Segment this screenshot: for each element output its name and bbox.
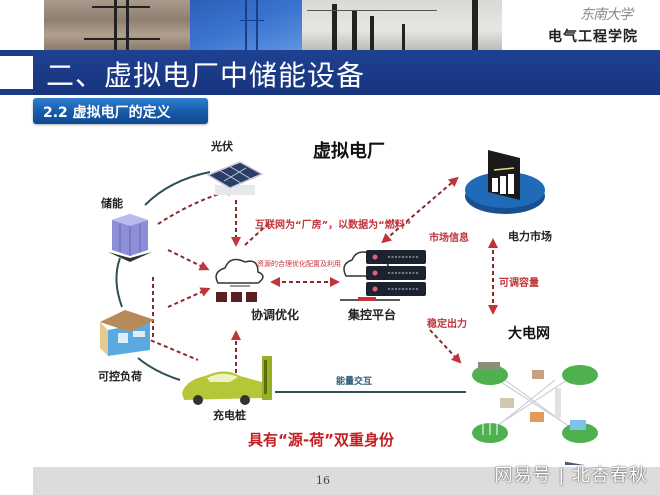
annotation-market-info: 市场信息	[429, 233, 469, 244]
coordination-cloud-icon	[215, 258, 264, 302]
solar-panel-icon	[206, 161, 264, 195]
node-label-coordination: 协调优化	[251, 308, 300, 322]
source-load-slogan: 具有“源-荷”双重身份	[248, 431, 394, 449]
header-photo-strip	[44, 0, 502, 50]
photo-power-tower-sunset	[44, 0, 190, 50]
node-label-controllable-load: 可控负荷	[98, 370, 142, 383]
server-rack-icon	[340, 250, 426, 301]
virtual-power-plant-diagram	[100, 150, 598, 465]
slide-title: 二、虚拟电厂中储能设备	[46, 59, 366, 92]
slide-footer: 16 网易号 | 北杏春秋	[33, 465, 660, 495]
university-logo: 东南大学	[580, 7, 633, 23]
watermark: 网易号 | 北杏春秋	[494, 465, 648, 486]
annotation-adjustable-capacity: 可调容量	[499, 278, 539, 289]
annotation-energy-interaction: 能量交互	[336, 377, 373, 387]
node-label-charging-pile: 充电桩	[213, 409, 246, 422]
annotation-resource-optimization: 资源的合理优化配置及利用	[257, 260, 341, 268]
annotation-internet-slogan: 互联网为“厂房”，以数据为“燃料”	[255, 220, 412, 231]
section-label: 2.2 虚拟电厂的定义	[33, 98, 208, 124]
power-market-icon	[465, 150, 545, 214]
photo-substation	[302, 0, 502, 50]
section-title: 2.2 虚拟电厂的定义	[43, 105, 171, 121]
main-grid-icon	[472, 362, 598, 465]
page-number: 16	[316, 474, 330, 487]
node-label-pv: 光伏	[211, 140, 233, 153]
node-label-storage: 储能	[101, 197, 123, 210]
node-label-power-market: 电力市场	[508, 230, 552, 243]
node-label-control-platform: 集控平台	[348, 308, 397, 322]
node-label-main-grid: 大电网	[508, 326, 550, 342]
house-icon	[100, 310, 155, 356]
diagram-heading: 虚拟电厂	[313, 141, 385, 162]
school-branding: 东南大学 电气工程学院	[505, 0, 660, 50]
battery-storage-icon	[108, 214, 152, 262]
electric-car-icon	[182, 356, 272, 405]
title-bar: 二、虚拟电厂中储能设备	[0, 50, 660, 95]
photo-power-tower-blue	[190, 0, 302, 50]
school-name: 电气工程学院	[548, 29, 638, 45]
annotation-stable-output: 稳定出力	[427, 319, 467, 330]
